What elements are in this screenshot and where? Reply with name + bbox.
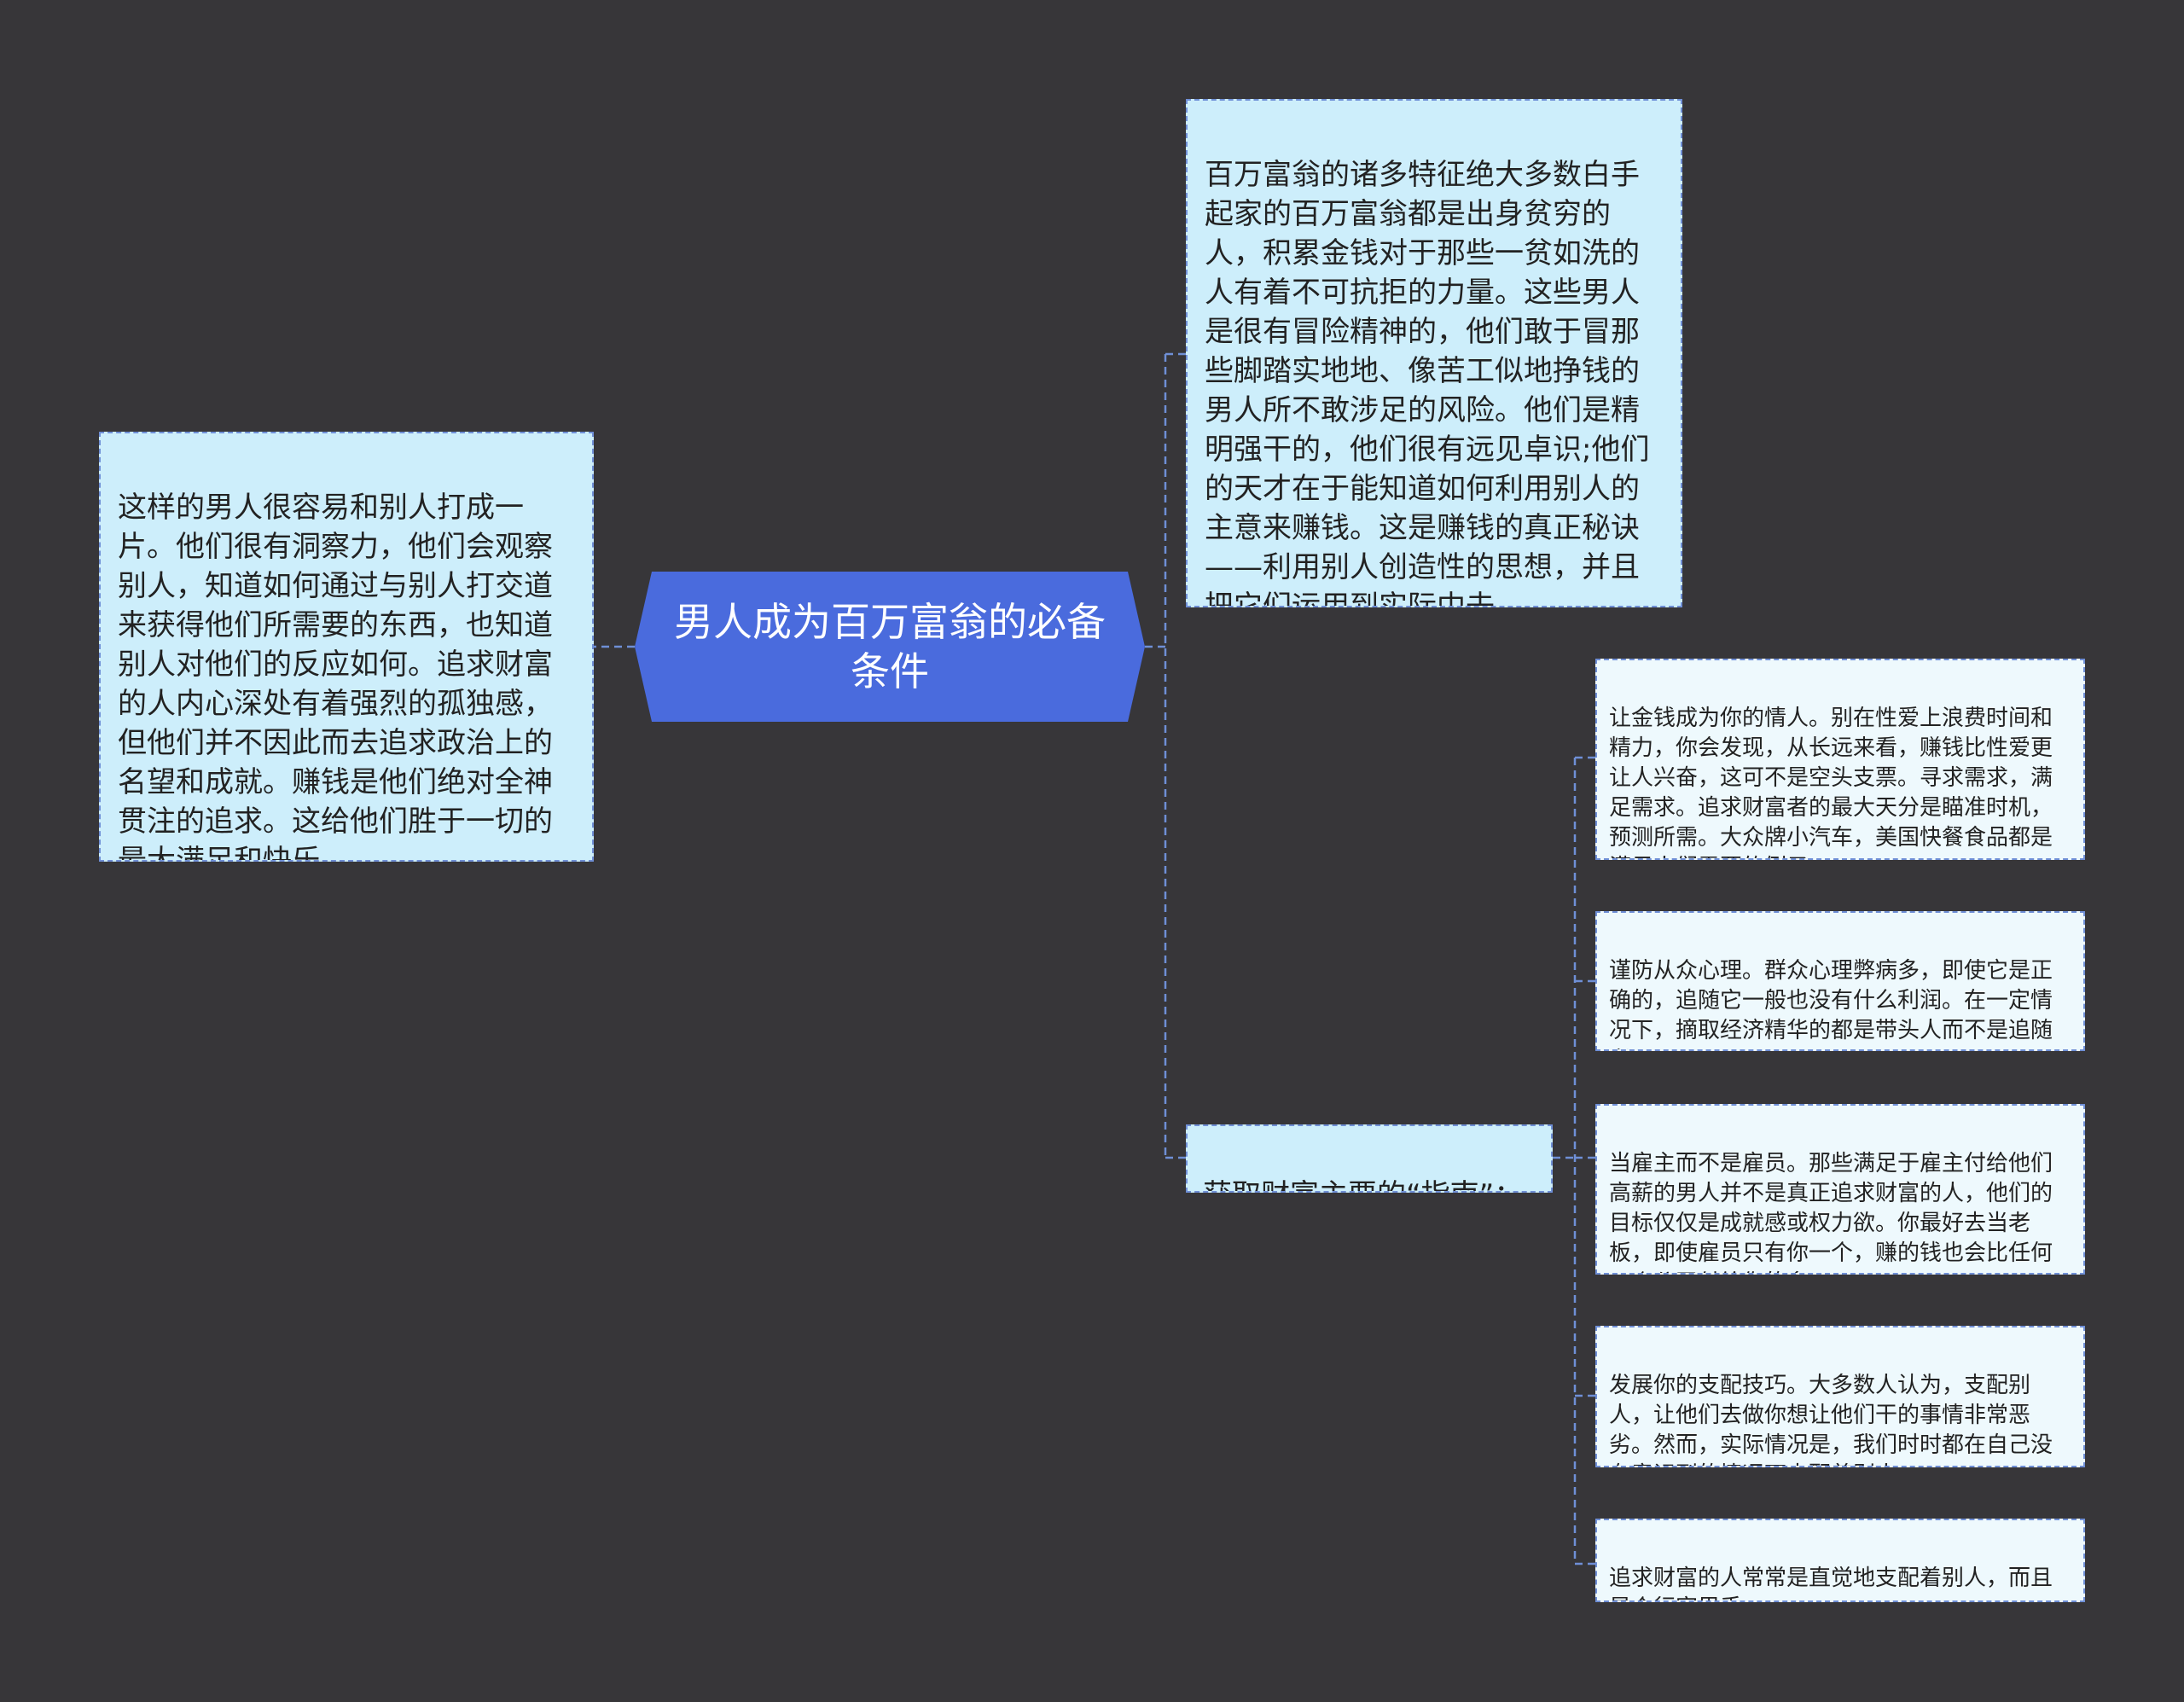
guide-item-text: 追求财富的人常常是直觉地支配着别人，而且是个行家里手。 [1609,1565,2053,1600]
right-top-node-text: 百万富翁的诸多特征绝大多数白手起家的百万富翁都是出身贫穷的人，积累金钱对于那些一… [1205,158,1650,607]
root-title: 男人成为百万富翁的必备条件 [674,599,1106,694]
guide-node-label: 获取财富主要的“指南”： [1203,1178,1523,1191]
guide-item-1[interactable]: 让金钱成为你的情人。别在性爱上浪费时间和精力，你会发现，从长远来看，赚钱比性爱更… [1595,659,2085,860]
guide-item-4[interactable]: 发展你的支配技巧。大多数人认为，支配别人，让他们去做你想让他们干的事情非常恶劣。… [1595,1326,2085,1467]
left-node[interactable]: 这样的男人很容易和别人打成一片。他们很有洞察力，他们会观察别人，知道如何通过与别… [99,432,594,862]
right-top-node[interactable]: 百万富翁的诸多特征绝大多数白手起家的百万富翁都是出身贫穷的人，积累金钱对于那些一… [1186,99,1682,607]
root-node[interactable]: 男人成为百万富翁的必备条件 [635,572,1145,722]
guide-node[interactable]: 获取财富主要的“指南”： [1186,1124,1553,1193]
guide-item-text: 谨防从众心理。群众心理弊病多，即使它是正确的，追随它一般也没有什么利润。在一定情… [1609,958,2053,1049]
guide-item-text: 让金钱成为你的情人。别在性爱上浪费时间和精力，你会发现，从长远来看，赚钱比性爱更… [1609,706,2053,858]
guide-item-2[interactable]: 谨防从众心理。群众心理弊病多，即使它是正确的，追随它一般也没有什么利润。在一定情… [1595,911,2085,1051]
guide-item-5[interactable]: 追求财富的人常常是直觉地支配着别人，而且是个行家里手。 [1595,1519,2085,1602]
guide-item-text: 当雇主而不是雇员。那些满足于雇主付给他们高薪的男人并不是真正追求财富的人，他们的… [1609,1151,2053,1273]
guide-item-3[interactable]: 当雇主而不是雇员。那些满足于雇主付给他们高薪的男人并不是真正追求财富的人，他们的… [1595,1104,2085,1275]
left-node-text: 这样的男人很容易和别人打成一片。他们很有洞察力，他们会观察别人，知道如何通过与别… [118,491,553,862]
guide-item-text: 发展你的支配技巧。大多数人认为，支配别人，让他们去做你想让他们干的事情非常恶劣。… [1609,1373,2053,1466]
